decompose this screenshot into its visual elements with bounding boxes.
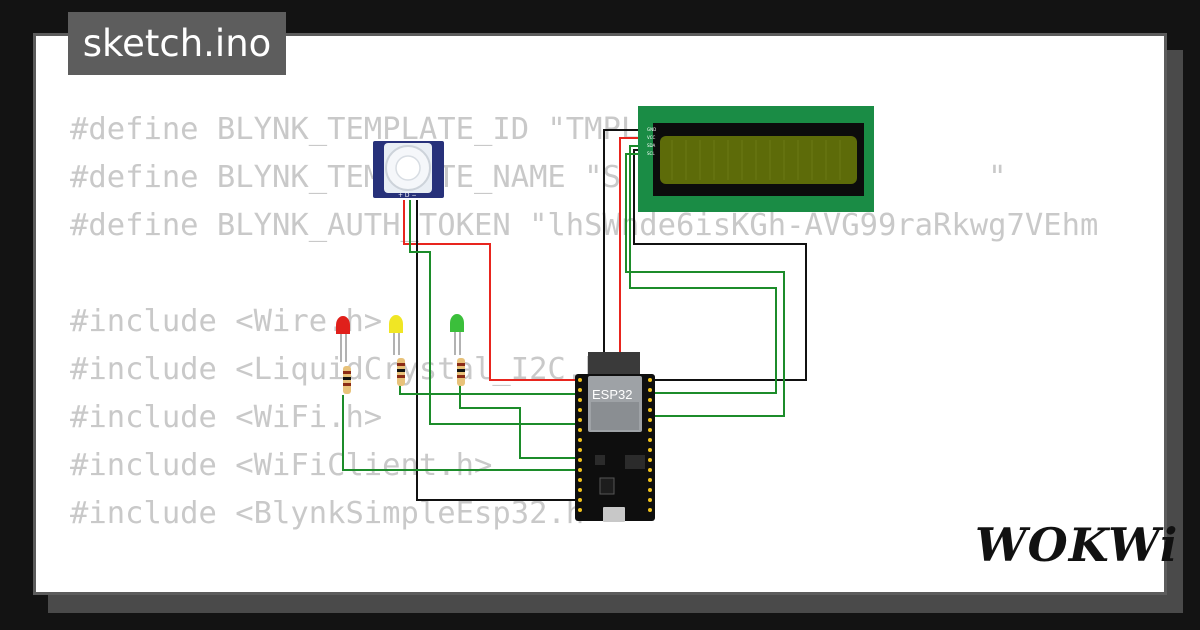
wire-black-pir: [416, 200, 582, 501]
led-red[interactable]: [336, 316, 350, 362]
lcd-display[interactable]: GND VCC SDA SCL: [638, 106, 874, 212]
resistor-red-led[interactable]: [343, 366, 351, 394]
esp32-board[interactable]: ESP32: [575, 352, 655, 522]
wire-led-yellow: [399, 385, 580, 395]
wires: [342, 129, 807, 516]
code-line: #define BLYNK_TEMPLATE_ID "TMPL: [70, 112, 640, 147]
lcd-pin-gnd: GND: [647, 127, 656, 132]
resistor-yellow-led[interactable]: [397, 358, 405, 386]
wire-black-lcd: [603, 129, 646, 352]
esp32-label: ESP32: [592, 387, 632, 402]
code-preview: #define BLYNK_TEMPLATE_ID "TMPL #define B…: [70, 106, 1098, 538]
wire-green-pir: [409, 200, 580, 425]
code-line: #include <BlynkSimpleEsp32.h>: [70, 496, 603, 531]
code-line: #include <WiFiClient.h>: [70, 448, 493, 483]
wire-black-lcd-2: [633, 149, 807, 381]
wire-led-red: [342, 395, 580, 471]
code-line: #define BLYNK_AUTH_TOKEN "lhSWnde6isKGh-…: [70, 208, 1099, 243]
led-yellow[interactable]: [389, 315, 403, 355]
lcd-pin-sda: SDA: [647, 143, 656, 148]
wire-green-scl: [625, 153, 785, 417]
file-tab[interactable]: sketch.ino: [68, 12, 286, 75]
pir-pin-labels: + D −: [398, 192, 417, 199]
code-line: #include <WiFi.h>: [70, 400, 383, 435]
code-line: #include <LiquidCrystal_I2C.h>: [70, 352, 621, 387]
led-green[interactable]: [450, 314, 464, 355]
resistor-green-led[interactable]: [457, 358, 465, 386]
wire-led-green: [459, 385, 580, 459]
lcd-pin-vcc: VCC: [647, 135, 656, 140]
wire-red-pir: [403, 200, 580, 381]
project-card[interactable]: #define BLYNK_TEMPLATE_ID "TMPL #define B…: [33, 33, 1167, 595]
wire-green-sda: [629, 145, 777, 394]
code-line: #include <Wire.h>: [70, 304, 383, 339]
wokwi-logo[interactable]: WOKWi: [975, 518, 1179, 572]
lcd-pin-scl: SCL: [647, 151, 655, 156]
pir-sensor[interactable]: + D −: [373, 141, 444, 199]
